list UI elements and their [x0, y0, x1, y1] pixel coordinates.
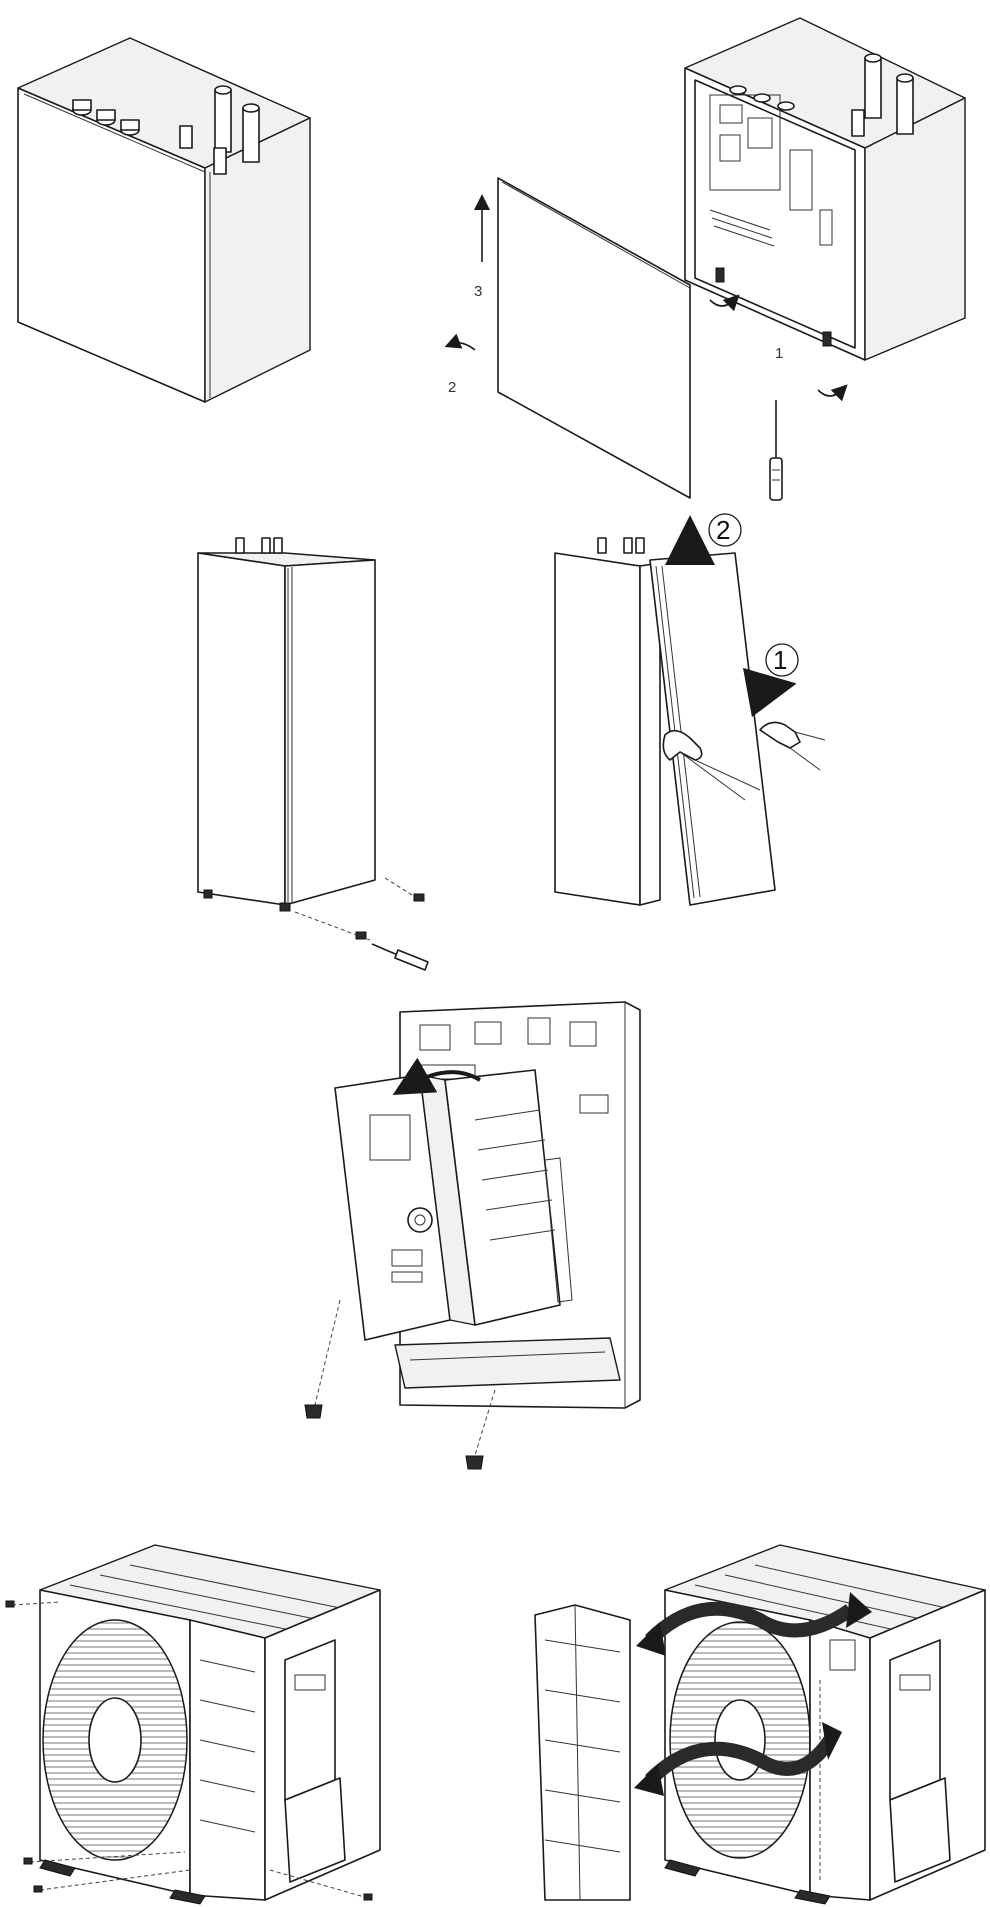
floor-unit-front: [284, 559, 376, 906]
control-knob: [407, 1207, 433, 1233]
screw-icon: [413, 893, 425, 902]
wall-unit-closed: [17, 37, 311, 403]
screwdriver-icon: [769, 400, 783, 501]
step-circle-2: [708, 513, 742, 547]
curved-arrow-icon: [645, 1735, 836, 1786]
curved-arrow-icon: [392, 1057, 482, 1095]
pull-arrow: [742, 667, 797, 718]
wall-unit-open: 1: [684, 17, 966, 501]
floor-unit-closed: [197, 537, 429, 971]
rotate-arrow-icon: [709, 294, 740, 312]
screw-icon: [304, 1404, 323, 1419]
front-cover-panel: [497, 177, 691, 499]
screw-icon: [465, 1455, 484, 1470]
step-circle-1: [765, 643, 799, 677]
front-panel-tilted: [649, 552, 776, 906]
outdoor-side-panel: [189, 1619, 266, 1901]
panel-outdoor-unit: [5, 1544, 986, 1905]
fan-hub: [88, 1697, 142, 1783]
panel-floor-unit-front-removal: 2 1: [197, 513, 826, 971]
panel-wall-unit-cover-removal: 3 2: [17, 17, 966, 501]
screwdriver-icon: [371, 943, 429, 971]
terminal-strip: [394, 1337, 621, 1389]
screw-icon: [23, 1857, 33, 1865]
screw-icon: [33, 1885, 43, 1893]
outdoor-unit-open: [634, 1544, 986, 1905]
floor-unit-side: [197, 552, 286, 906]
floor-unit-body-side: [554, 552, 641, 906]
control-board: [709, 94, 781, 191]
valve-cover: [284, 1777, 346, 1883]
display-window: [369, 1114, 411, 1161]
screw-icon: [715, 267, 725, 283]
screw-icon: [5, 1600, 15, 1608]
panel-control-box-swing: [304, 1001, 641, 1470]
control-board-open: [444, 1069, 561, 1326]
step-label-3: 3: [474, 283, 482, 300]
top-fittings: [72, 85, 260, 175]
outdoor-side-panel-removed: [534, 1604, 631, 1901]
step-label-circle-2: 2: [716, 515, 730, 545]
front-cover-removed: 3 2: [444, 177, 691, 499]
screw-icon: [363, 1893, 373, 1901]
screw-icon: [822, 331, 832, 347]
hand-icon: [662, 729, 761, 801]
step-label-circle-1: 1: [773, 645, 787, 675]
step-label-1: 1: [775, 345, 783, 362]
rotate-arrow-icon: [817, 384, 848, 402]
curved-arrow-icon: [645, 1601, 855, 1646]
outdoor-unit-closed: [5, 1544, 381, 1905]
hand-icon: [759, 721, 826, 771]
step-label-2: 2: [448, 379, 456, 396]
rotate-arrow-icon: [444, 333, 476, 351]
unit-side-face: [204, 117, 311, 403]
open-cavity: [694, 79, 856, 349]
floor-unit-opening: 2 1: [554, 513, 826, 906]
screw-icon: [355, 931, 367, 940]
removed-side-panel: [534, 1604, 631, 1901]
